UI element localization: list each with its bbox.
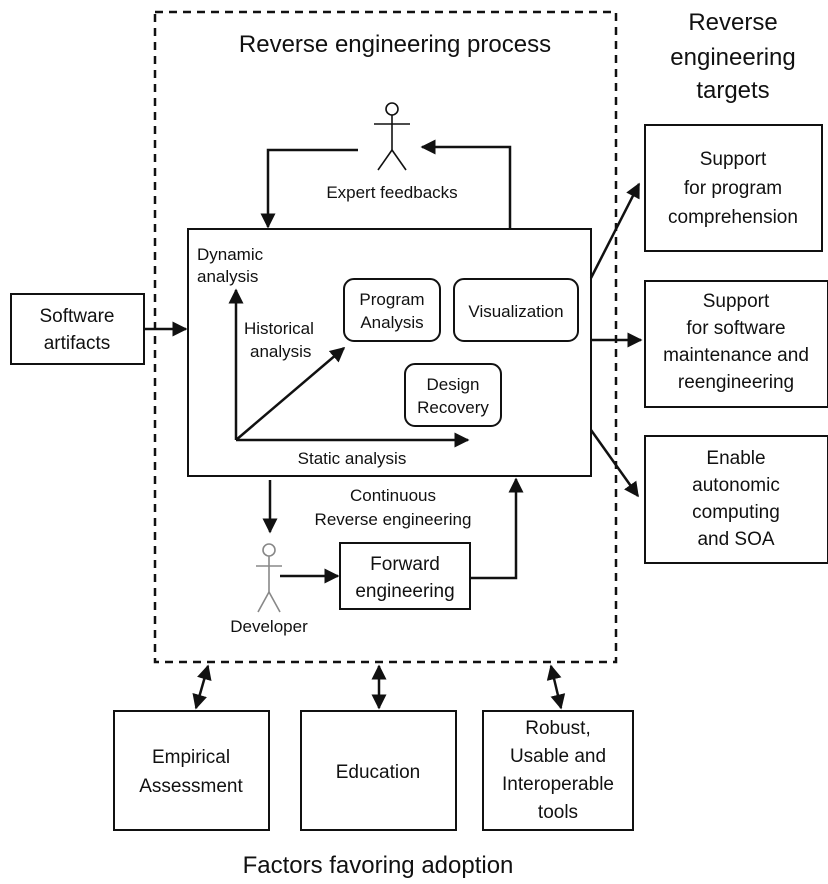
program-analysis-label-2: Analysis xyxy=(360,313,423,332)
historical-analysis-label-1: Historical xyxy=(244,319,314,338)
factor-3-line-4: tools xyxy=(538,802,578,823)
target-2-line-4: reengineering xyxy=(678,372,794,393)
continuous-label-2: Reverse engineering xyxy=(315,510,472,529)
target-3-line-4: and SOA xyxy=(697,529,774,550)
program-analysis-label-1: Program xyxy=(359,290,424,309)
dynamic-analysis-label-2: analysis xyxy=(197,267,258,286)
targets-title-line3: targets xyxy=(696,77,769,104)
factor-box-empirical xyxy=(113,710,270,831)
expert-feedbacks-label: Expert feedbacks xyxy=(326,183,457,202)
factor-3-line-2: Usable and xyxy=(510,746,606,767)
developer-label: Developer xyxy=(230,617,308,636)
static-analysis-label: Static analysis xyxy=(298,449,407,468)
software-artifacts-label-2: artifacts xyxy=(44,333,111,354)
expert-actor-icon xyxy=(374,102,410,171)
dynamic-analysis-label-1: Dynamic xyxy=(197,245,264,264)
target-2-line-2: for software xyxy=(686,318,785,339)
forward-engineering-label-1: Forward xyxy=(370,554,440,575)
target-3-line-1: Enable xyxy=(706,448,765,469)
program-analysis-box xyxy=(343,278,441,342)
forward-engineering-box xyxy=(339,542,471,610)
target-1-line-3: comprehension xyxy=(668,207,798,228)
factor-2-line-1: Education xyxy=(336,762,421,783)
feedback-arrow-to-expert xyxy=(420,139,512,228)
visualization-label: Visualization xyxy=(468,302,563,321)
target-1-line-2: for program xyxy=(684,178,782,199)
design-recovery-label-1: Design xyxy=(427,375,480,394)
process-title: Reverse engineering process xyxy=(239,31,551,58)
factor-box-tools xyxy=(482,710,634,831)
target-box-autonomic xyxy=(644,435,828,564)
target-box-comprehension xyxy=(644,124,823,252)
targets-title-line1: Reverse xyxy=(688,9,777,36)
target-2-line-3: maintenance and xyxy=(663,345,809,366)
targets-title-line2: engineering xyxy=(670,44,795,71)
arrow-back-to-process xyxy=(470,477,524,580)
historical-axis-arrow xyxy=(235,347,346,441)
factor-1-line-1: Empirical xyxy=(152,747,230,768)
analysis-box xyxy=(187,228,592,477)
factor-3-line-1: Robust, xyxy=(525,718,590,739)
arrow-to-target-1 xyxy=(589,182,641,279)
arrow-to-target-3 xyxy=(589,429,640,498)
factors-title: Factors favoring adoption xyxy=(243,852,514,879)
forward-engineering-label-2: engineering xyxy=(355,581,454,602)
arrow-factor-empirical xyxy=(192,664,212,710)
feedback-arrow-to-process xyxy=(260,148,358,229)
design-recovery-box xyxy=(404,363,502,427)
arrow-factor-tools xyxy=(546,664,566,710)
software-artifacts-box xyxy=(10,293,145,365)
target-3-line-2: autonomic xyxy=(692,475,780,496)
software-artifacts-label-1: Software xyxy=(40,306,115,327)
visualization-box xyxy=(453,278,579,342)
target-2-line-1: Support xyxy=(703,291,770,312)
design-recovery-label-2: Recovery xyxy=(417,398,489,417)
developer-actor-icon xyxy=(256,543,282,613)
factor-box-education xyxy=(300,710,457,831)
target-box-maintenance xyxy=(644,280,828,408)
historical-analysis-label-2: analysis xyxy=(250,342,311,361)
target-1-line-1: Support xyxy=(700,149,767,170)
continuous-label-1: Continuous xyxy=(350,486,436,505)
target-3-line-3: computing xyxy=(692,502,780,523)
factor-1-line-2: Assessment xyxy=(139,776,243,797)
process-boundary xyxy=(153,10,618,664)
factor-3-line-3: Interoperable xyxy=(502,774,614,795)
